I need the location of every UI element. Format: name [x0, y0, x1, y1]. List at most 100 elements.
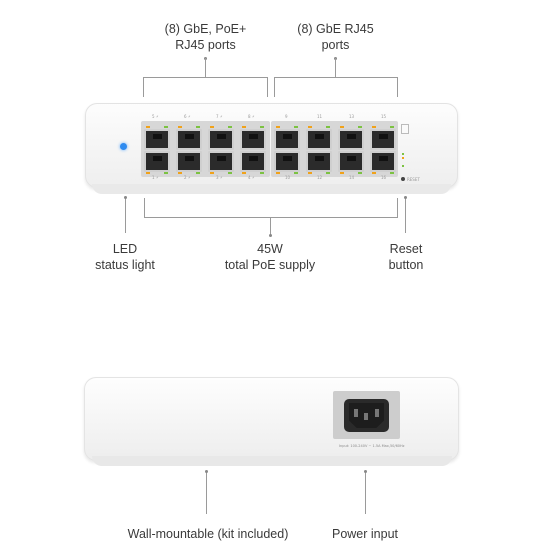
gbe-port-top[interactable]: [370, 129, 396, 150]
gbe-ports-bracket-right: [397, 77, 398, 97]
poe-supply-bracket-left: [144, 198, 145, 218]
reset-button[interactable]: [401, 177, 405, 181]
gbe-port-number-top: 15: [381, 114, 387, 119]
port-led-activity: [340, 126, 344, 128]
gbe-port-number-bottom: 16: [381, 175, 387, 180]
poe-supply-bracket: [144, 217, 398, 218]
poe-port-number-bottom: 3 ⚡: [216, 175, 223, 180]
poe-ports-bracket-left: [143, 77, 144, 97]
port-led-activity: [242, 126, 246, 128]
port-led-activity: [308, 172, 312, 174]
port-led-activity: [146, 172, 150, 174]
port-led-activity: [308, 126, 312, 128]
poe-port-number-bottom: 1 ⚡: [152, 175, 159, 180]
gbe-ports-bracket-left: [274, 77, 275, 97]
gbe-port-number-top: 11: [317, 114, 323, 119]
status-indicator-panel: [399, 121, 412, 177]
led-label: LED status light: [80, 241, 170, 273]
gbe-port-number-bottom: 14: [349, 175, 355, 180]
gbe-ports-leader: [335, 58, 336, 77]
gbe-port-top[interactable]: [338, 129, 364, 150]
port-led-activity: [372, 172, 376, 174]
gbe-port-bottom[interactable]: [306, 151, 332, 172]
port-led-link: [326, 172, 330, 174]
port-led-link: [390, 126, 394, 128]
port-led-activity: [210, 126, 214, 128]
port-led-activity: [276, 126, 280, 128]
poe-port-bottom[interactable]: [240, 151, 266, 172]
poe-port-number-top: 5 ⚡: [152, 114, 159, 119]
poe-port-top[interactable]: [176, 129, 202, 150]
poe-port-number-top: 7 ⚡: [216, 114, 223, 119]
gbe-port-bottom[interactable]: [370, 151, 396, 172]
power-leader-dot: [364, 470, 367, 473]
gbe-ports-label: (8) GbE RJ45 ports: [278, 21, 393, 53]
port-led-link: [358, 126, 362, 128]
poe-port-top[interactable]: [240, 129, 266, 150]
wall-mount-leader: [206, 472, 207, 514]
switch-back-view: [84, 377, 459, 461]
gbe-port-number-top: 13: [349, 114, 355, 119]
poe-ports-bracket-right: [267, 77, 268, 97]
poe-port-number-top: 8 ⚡: [248, 114, 255, 119]
poe-ports-bracket: [143, 77, 268, 78]
poe-supply-leader-dot: [269, 234, 272, 237]
poe-port-bottom[interactable]: [208, 151, 234, 172]
gbe-port-top[interactable]: [274, 129, 300, 150]
gbe-port-bottom[interactable]: [338, 151, 364, 172]
port-led-link: [228, 126, 232, 128]
port-led-activity: [178, 172, 182, 174]
wall-mount-leader-dot: [205, 470, 208, 473]
port-led-link: [260, 172, 264, 174]
port-led-link: [326, 126, 330, 128]
power-socket[interactable]: [344, 399, 389, 432]
poe-ports-label-line1: (8) GbE, PoE+: [164, 22, 247, 36]
poe-ports-leader: [205, 58, 206, 77]
port-led-link: [358, 172, 362, 174]
port-led-activity: [276, 172, 280, 174]
poe-supply-label: 45W total PoE supply: [210, 241, 330, 273]
poe-port-number-top: 6 ⚡: [184, 114, 191, 119]
poe-port-bottom[interactable]: [144, 151, 170, 172]
poe-port-bottom[interactable]: [176, 151, 202, 172]
gbe-ports-bracket: [274, 77, 398, 78]
port-led-activity: [146, 126, 150, 128]
power-pin-right: [375, 409, 379, 417]
port-led-link: [294, 172, 298, 174]
led-leader: [125, 198, 126, 233]
port-led-link: [260, 126, 264, 128]
power-rating-text: Input: 100-240V ~ 1.5A Max,50/60Hz: [339, 444, 405, 448]
power-leader: [365, 472, 366, 514]
gbe-port-bottom[interactable]: [274, 151, 300, 172]
poe-supply-leader: [270, 217, 271, 235]
gbe-ports-label-line2: ports: [321, 38, 350, 52]
port-led-link: [228, 172, 232, 174]
poe-port-top[interactable]: [208, 129, 234, 150]
led-leader-dot: [124, 196, 127, 199]
port-led-activity: [372, 126, 376, 128]
poe-supply-label-line2: total PoE supply: [224, 258, 316, 272]
gbe-port-top[interactable]: [306, 129, 332, 150]
port-led-link: [390, 172, 394, 174]
wall-mount-label: Wall-mountable (kit included): [127, 527, 289, 541]
poe-port-number-bottom: 4 ⚡: [248, 175, 255, 180]
poe-port-top[interactable]: [144, 129, 170, 150]
power-pin-center: [364, 413, 368, 420]
port-led-activity: [340, 172, 344, 174]
poe-supply-label-line1: 45W: [257, 242, 283, 256]
port-led-link: [196, 126, 200, 128]
port-led-activity: [210, 172, 214, 174]
gbe-port-number-bottom: 12: [317, 175, 323, 180]
port-led-link: [294, 126, 298, 128]
port-led-link: [164, 172, 168, 174]
poe-supply-bracket-right: [397, 198, 398, 218]
switch-front-base: [92, 184, 451, 194]
led-status-light: [120, 143, 127, 150]
led-label-line1: LED: [112, 242, 138, 256]
port-led-link: [196, 172, 200, 174]
power-pin-left: [354, 409, 358, 417]
power-label: Power input: [331, 527, 398, 541]
poe-ports-label-line2: RJ45 ports: [175, 38, 236, 52]
reset-leader: [405, 198, 406, 233]
port-led-link: [164, 126, 168, 128]
